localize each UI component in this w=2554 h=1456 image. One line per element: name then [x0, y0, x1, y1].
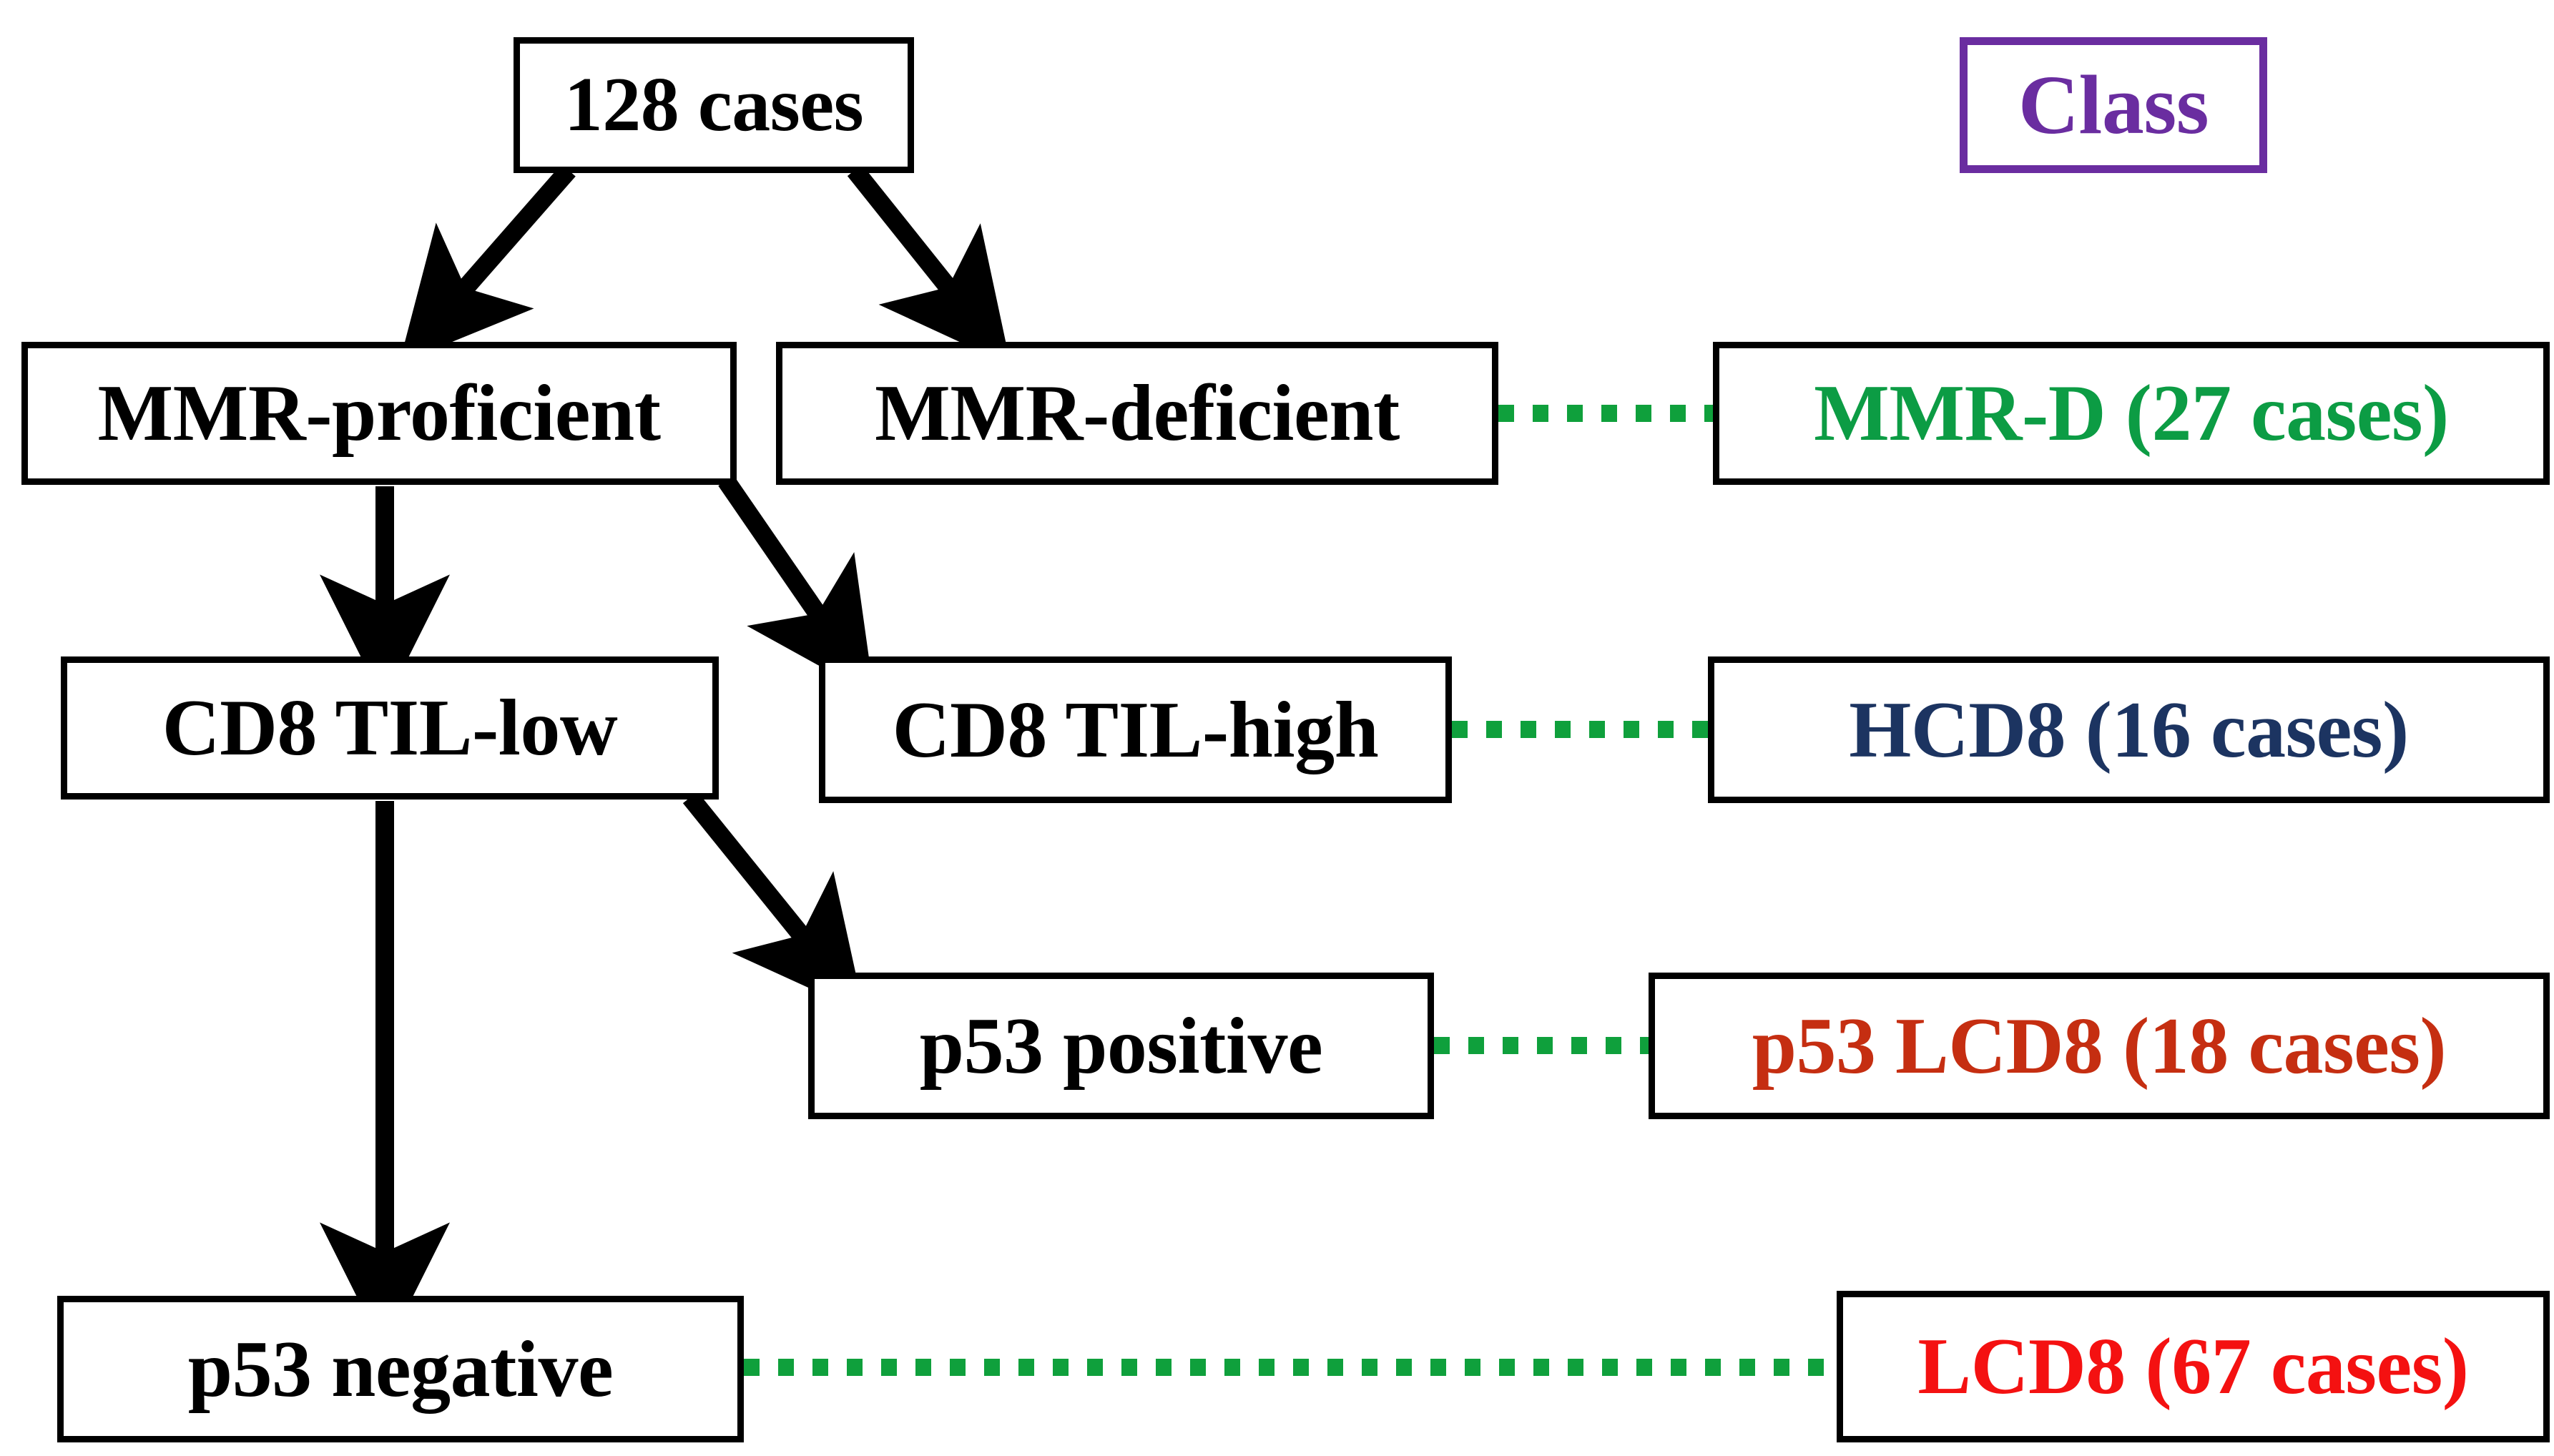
class-node-hcd8[interactable]: HCD8 (16 cases)	[1708, 656, 2550, 803]
node-p53-positive[interactable]: p53 positive	[808, 973, 1434, 1119]
node-mmr-proficient[interactable]: MMR-proficient	[21, 342, 737, 485]
node-mmr-proficient-label: MMR-proficient	[97, 369, 661, 458]
class-node-hcd8-label: HCD8 (16 cases)	[1849, 685, 2409, 774]
class-header-label: Class	[2018, 58, 2209, 152]
node-p53-positive-label: p53 positive	[919, 1001, 1323, 1091]
node-root-label: 128 cases	[564, 62, 864, 147]
node-root-128-cases[interactable]: 128 cases	[514, 37, 914, 173]
class-node-mmr-d[interactable]: MMR-D (27 cases)	[1713, 342, 2550, 485]
node-mmr-deficient[interactable]: MMR-deficient	[776, 342, 1498, 485]
class-node-mmr-d-label: MMR-D (27 cases)	[1814, 369, 2449, 458]
node-cd8-til-high[interactable]: CD8 TIL-high	[819, 656, 1452, 803]
arrow-root-to-mmr-proficient	[399, 164, 576, 364]
class-node-p53-lcd8-label: p53 LCD8 (18 cases)	[1752, 1001, 2447, 1091]
class-header-box[interactable]: Class	[1960, 37, 2267, 173]
arrow-mmr-proficient-to-cd8-high	[718, 475, 875, 697]
class-node-lcd8[interactable]: LCD8 (67 cases)	[1837, 1291, 2550, 1442]
node-cd8-til-low[interactable]: CD8 TIL-low	[61, 656, 719, 800]
class-node-lcd8-label: LCD8 (67 cases)	[1917, 1322, 2469, 1411]
class-node-p53-lcd8[interactable]: p53 LCD8 (18 cases)	[1649, 973, 2550, 1119]
arrow-cd8-low-to-p53-positive	[682, 791, 865, 1013]
node-p53-negative-label: p53 negative	[187, 1324, 614, 1414]
node-mmr-deficient-label: MMR-deficient	[875, 369, 1400, 458]
node-p53-negative[interactable]: p53 negative	[57, 1296, 744, 1442]
node-cd8-til-high-label: CD8 TIL-high	[892, 685, 1379, 774]
node-cd8-til-low-label: CD8 TIL-low	[162, 684, 618, 772]
arrow-root-to-mmr-deficient	[847, 164, 1011, 366]
